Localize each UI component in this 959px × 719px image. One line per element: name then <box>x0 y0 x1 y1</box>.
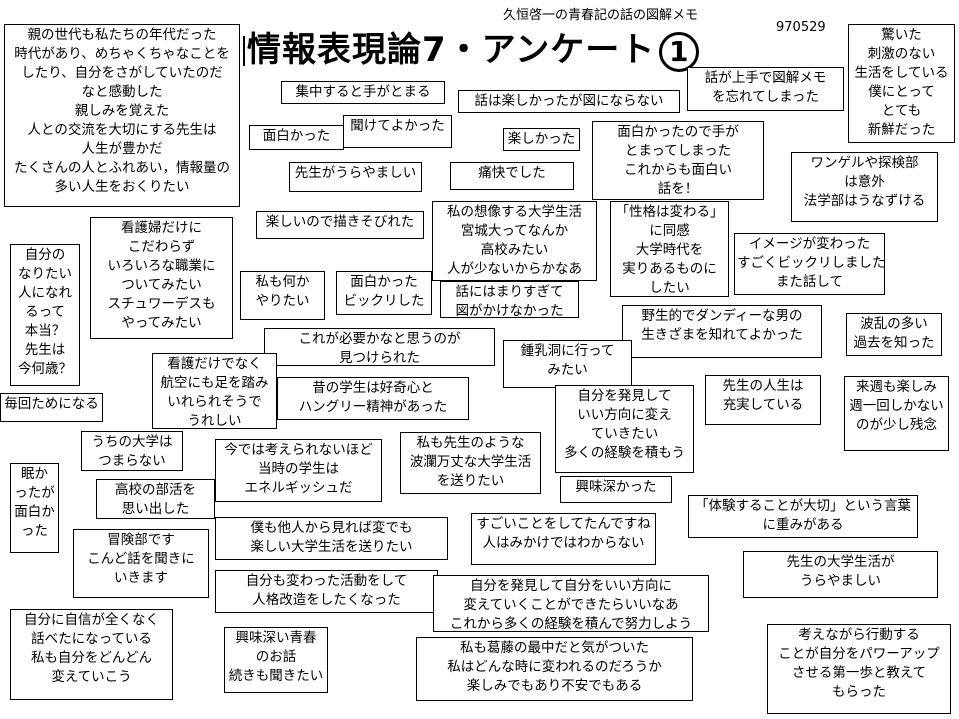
note-box: 先生の人生は 充実している <box>705 375 821 425</box>
note-box: 自分も変わった活動をして 人格改造をしたくなった <box>215 570 438 613</box>
note-box: 「性格は変わる」 に同感 大学時代を 実りあるものに したい <box>610 201 729 297</box>
note-box: 話が上手で図解メモ を忘れてしまった <box>687 67 844 111</box>
note-box: 今では考えられないほど 当時の学生は エネルギッシュだ <box>215 439 382 502</box>
title-divider <box>243 36 245 66</box>
note-box: 私も何か やりたい <box>240 271 325 320</box>
note-box: 話にはまりすぎて 図がかけなかった <box>440 281 579 318</box>
note-box: 興味深い青春 のお話 続きも聞きたい <box>224 627 328 693</box>
note-box: 面白かったので手が とまってしまった これからも面白い 話を！ <box>592 121 764 200</box>
note-box: 「体験することが大切」という言葉 に重みがある <box>688 495 918 538</box>
note-box: 看護婦だけに こだわらず いろいろな職業に ついてみたい スチュワーデスも やっ… <box>90 217 233 339</box>
note-box: 楽しかった <box>503 128 580 151</box>
note-box: 自分を発見して いい方向に変え ていきたい 多くの経験を積もう <box>555 385 694 473</box>
note-box: 驚いた 刺激のない 生活をしている 僕にとって とても 新鮮だった <box>848 24 955 143</box>
note-box: 自分に自信が全くなく 話べたになっている 私も自分をどんどん 変えていこう <box>10 609 173 700</box>
note-box: 昔の学生は好奇心と ハングリー精神があった <box>277 377 469 420</box>
note-box: 毎回ためになる <box>0 393 103 422</box>
note-box: ワンゲルや探検部 は意外 法学部はうなずける <box>791 152 938 222</box>
note-box: 楽しいので描きそびれた <box>256 211 424 239</box>
note-box: 集中すると手がとまる <box>281 81 445 104</box>
note-box: 私も先生のような 波瀾万丈な大学生活 を送りたい <box>400 432 541 494</box>
note-box: 来週も楽しみ 週一回しかない のが少し残念 <box>844 376 949 451</box>
note-box: うちの大学は つまらない <box>81 431 183 471</box>
note-box: 痛快でした <box>450 162 574 190</box>
note-box: 先生がうらやましい <box>289 162 422 192</box>
page-number-circle: 1 <box>659 31 700 72</box>
memo-caption: 久恒啓一の青春記の話の図解メモ <box>503 8 699 23</box>
note-box: 親の世代も私たちの年代だった 時代があり、めちゃくちゃなことを したり、自分をさ… <box>4 24 240 207</box>
note-box: 僕も他人から見れば変でも 楽しい大学生活を送りたい <box>215 517 448 560</box>
note-box: 眠か ったが 面白か った <box>10 463 59 553</box>
note-box: 冒険部です こんど話を聞きに いきます <box>73 529 209 598</box>
note-box: 私も葛藤の最中だと気がついた 私はどんな時に変われるのだろうか 楽しみでもあり不… <box>416 637 693 701</box>
note-box: 聞けてよかった <box>343 115 452 148</box>
note-box: 鍾乳洞に行って みたい <box>503 340 632 388</box>
note-box: 自分の なりたい 人になれ るって 本当？ 先生は 今何歳？ <box>10 244 80 386</box>
note-box: 私の想像する大学生活 宮城大ってなんか 高校みたい 人が少ないからかなあ <box>432 201 597 281</box>
note-box: 自分を発見して自分をいい方向に 変えていくことができたらいいなあ これから多くの… <box>433 575 709 632</box>
note-box: 野生的でダンディーな男の 生きざまを知れてよかった <box>622 305 822 358</box>
note-box: 興味深かった <box>560 476 672 503</box>
date-stamp: 970529 <box>776 20 826 35</box>
note-box: 波乱の多い 過去を知った <box>846 313 942 356</box>
note-box: 考えながら行動する ことが自分をパワーアップ させる第一歩と教えて もらった <box>767 624 951 714</box>
page-title-text: 情報表現論7・アンケート <box>247 30 656 70</box>
note-box: イメージが変わった すごくビックリしました また話して <box>734 233 885 295</box>
note-box: 看護だけでなく 航空にも足を踏み いれられそうで うれしい <box>152 353 277 429</box>
note-box: 面白かった ビックリした <box>336 271 432 315</box>
note-box: すごいことをしてたんですね 人はみかけではわからない <box>471 513 656 565</box>
note-box: 面白かった <box>249 125 344 150</box>
note-box: 先生の大学生活が うらやましい <box>743 551 938 598</box>
note-box: これが必要かなと思うのが 見つけられた <box>264 328 495 366</box>
note-box: 話は楽しかったが図にならない <box>458 90 680 113</box>
note-box: 高校の部活を 思い出した <box>96 479 215 519</box>
